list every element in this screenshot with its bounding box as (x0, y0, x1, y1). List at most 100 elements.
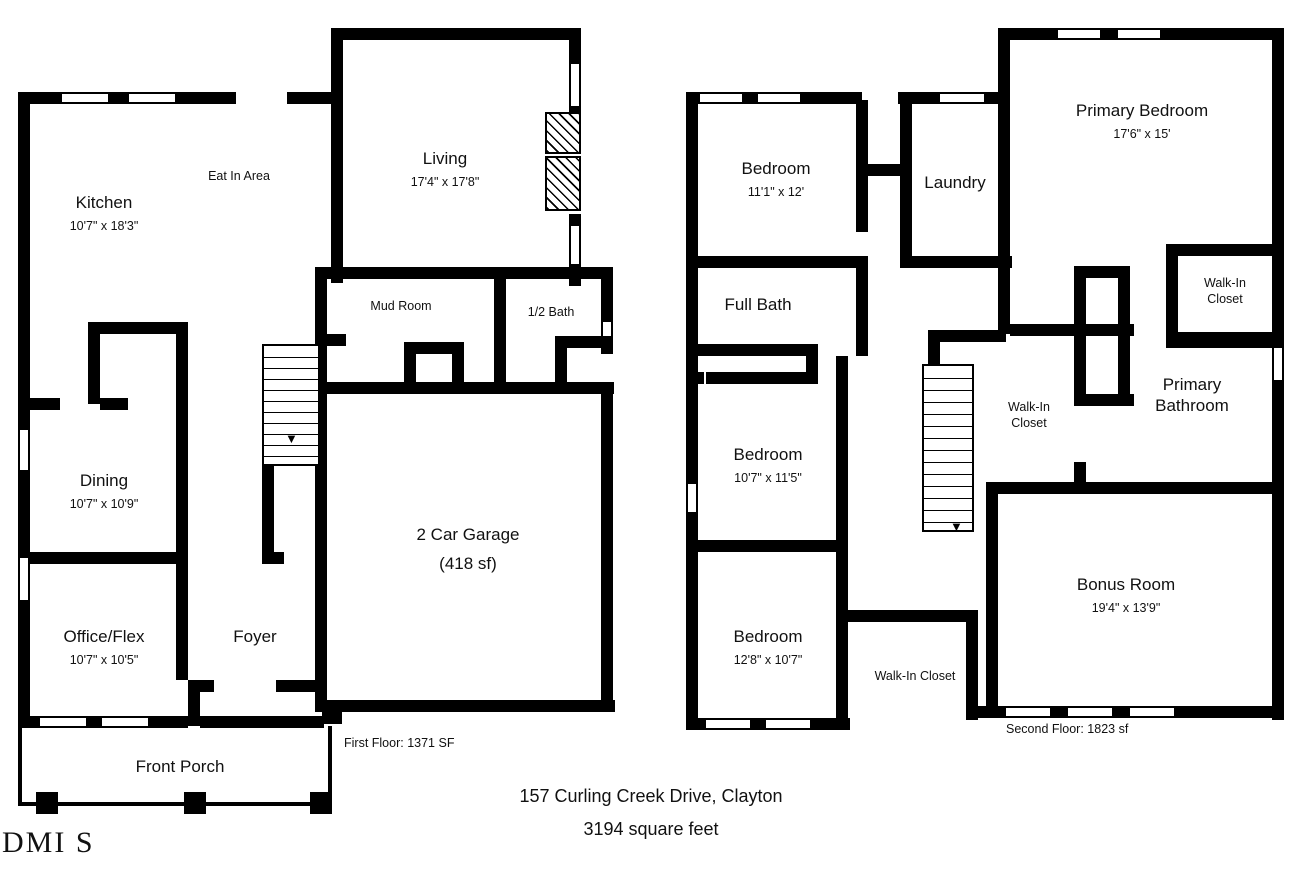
fireplace-hatch (545, 112, 581, 154)
wall-segment (686, 256, 866, 268)
wall-segment (287, 92, 332, 104)
room-label-kitchen: Kitchen 10'7" x 18'3" (69, 193, 139, 233)
room-label-primary-walk-in-closet: Walk-In Closet (1204, 276, 1246, 306)
wall-segment (326, 334, 346, 346)
wall-segment (1272, 28, 1284, 340)
fireplace-hatch (545, 156, 581, 211)
room-label-foyer: Foyer (233, 627, 277, 646)
wall-segment (176, 404, 188, 562)
wall-segment (706, 372, 818, 384)
wall-segment (836, 552, 848, 722)
room-label-dining: Dining 10'7" x 10'9" (69, 471, 139, 511)
window (127, 92, 177, 104)
wall-segment (262, 466, 274, 562)
window (764, 718, 812, 730)
wall-segment (1050, 706, 1068, 718)
wall-segment (836, 610, 978, 622)
room-label-full-bath: Full Bath (724, 295, 792, 314)
wall-segment (176, 322, 188, 404)
wall-segment (686, 92, 698, 268)
wall-segment (86, 716, 102, 728)
wall-segment (28, 552, 188, 564)
window (1116, 28, 1162, 40)
window (938, 92, 986, 104)
wall-segment (262, 552, 284, 564)
window (756, 92, 802, 104)
wall-segment (601, 267, 613, 323)
wall-segment (1272, 380, 1284, 720)
wall-segment (986, 482, 1274, 494)
wall-segment (315, 382, 475, 394)
window (1056, 28, 1102, 40)
plan-total-area: 3194 square feet (583, 819, 719, 839)
wall-segment (856, 176, 868, 232)
wall-segment (1100, 28, 1118, 40)
window (60, 92, 110, 104)
wall-segment (569, 214, 581, 226)
staircase (922, 364, 974, 532)
wall-segment (836, 356, 848, 550)
window (704, 718, 752, 730)
wall-segment (1074, 394, 1134, 406)
wall-segment (800, 92, 862, 104)
wall-segment (998, 28, 1010, 268)
room-label-eat-in-area: Eat In Area (208, 169, 270, 183)
second-floor-area-note: Second Floor: 1823 sf (1006, 722, 1129, 736)
wall-segment (555, 336, 613, 348)
wall-segment (464, 382, 614, 394)
wall-segment (1166, 244, 1284, 256)
wall-segment (686, 718, 706, 730)
porch-edge (18, 726, 22, 806)
wall-segment (331, 28, 343, 283)
wall-segment (18, 330, 30, 430)
wall-segment (966, 610, 978, 720)
wall-segment (188, 680, 214, 692)
wall-segment (148, 716, 188, 728)
wall-segment (856, 164, 912, 176)
wall-segment (856, 256, 868, 356)
window (1066, 706, 1114, 718)
wall-segment (900, 256, 1012, 268)
wall-segment (601, 382, 613, 712)
wall-segment (806, 344, 818, 378)
room-label-front-porch: Front Porch (135, 757, 225, 776)
wall-segment (1166, 332, 1284, 348)
wall-segment (856, 100, 868, 168)
wall-segment (18, 716, 40, 728)
wall-segment (100, 398, 128, 410)
window (38, 716, 88, 728)
wall-segment (276, 680, 324, 692)
room-label-mud-room: Mud Room (370, 299, 432, 313)
room-label-primary-bedroom: Primary Bedroom 17'6" x 15' (1075, 101, 1209, 141)
wall-segment (1174, 706, 1284, 718)
window (1128, 706, 1176, 718)
plan-address: 157 Curling Creek Drive, Clayton (519, 786, 783, 806)
wall-segment (928, 330, 940, 372)
wall-segment (18, 470, 30, 560)
wall-segment (331, 28, 581, 40)
room-label-bedroom-2: Bedroom 10'7" x 11'5" (733, 445, 803, 485)
first-floor-area-note: First Floor: 1371 SF (344, 736, 455, 750)
wall-segment (176, 92, 236, 104)
wall-segment (686, 512, 698, 730)
wall-segment (686, 372, 704, 384)
room-label-bonus-room: Bonus Room 19'4" x 13'9" (1076, 575, 1176, 615)
porch-edge (328, 726, 332, 806)
room-label-bedroom-1: Bedroom 11'1" x 12' (741, 159, 811, 199)
wall-segment (327, 700, 615, 712)
wall-segment (928, 330, 1006, 342)
wall-segment (1166, 244, 1178, 338)
wall-segment (452, 342, 464, 386)
wall-segment (998, 28, 1058, 40)
wall-segment (998, 256, 1010, 334)
stair-direction-arrow: ▼ (950, 519, 963, 534)
wall-segment (18, 92, 30, 332)
wall-segment (494, 278, 506, 340)
wall-segment (984, 92, 1000, 104)
room-label-bedroom3-walk-in-closet: Walk-In Closet (874, 669, 956, 683)
wall-segment (110, 92, 128, 104)
staircase (262, 344, 320, 466)
window (569, 224, 581, 266)
wall-segment (1074, 266, 1086, 406)
wall-segment (18, 600, 30, 728)
